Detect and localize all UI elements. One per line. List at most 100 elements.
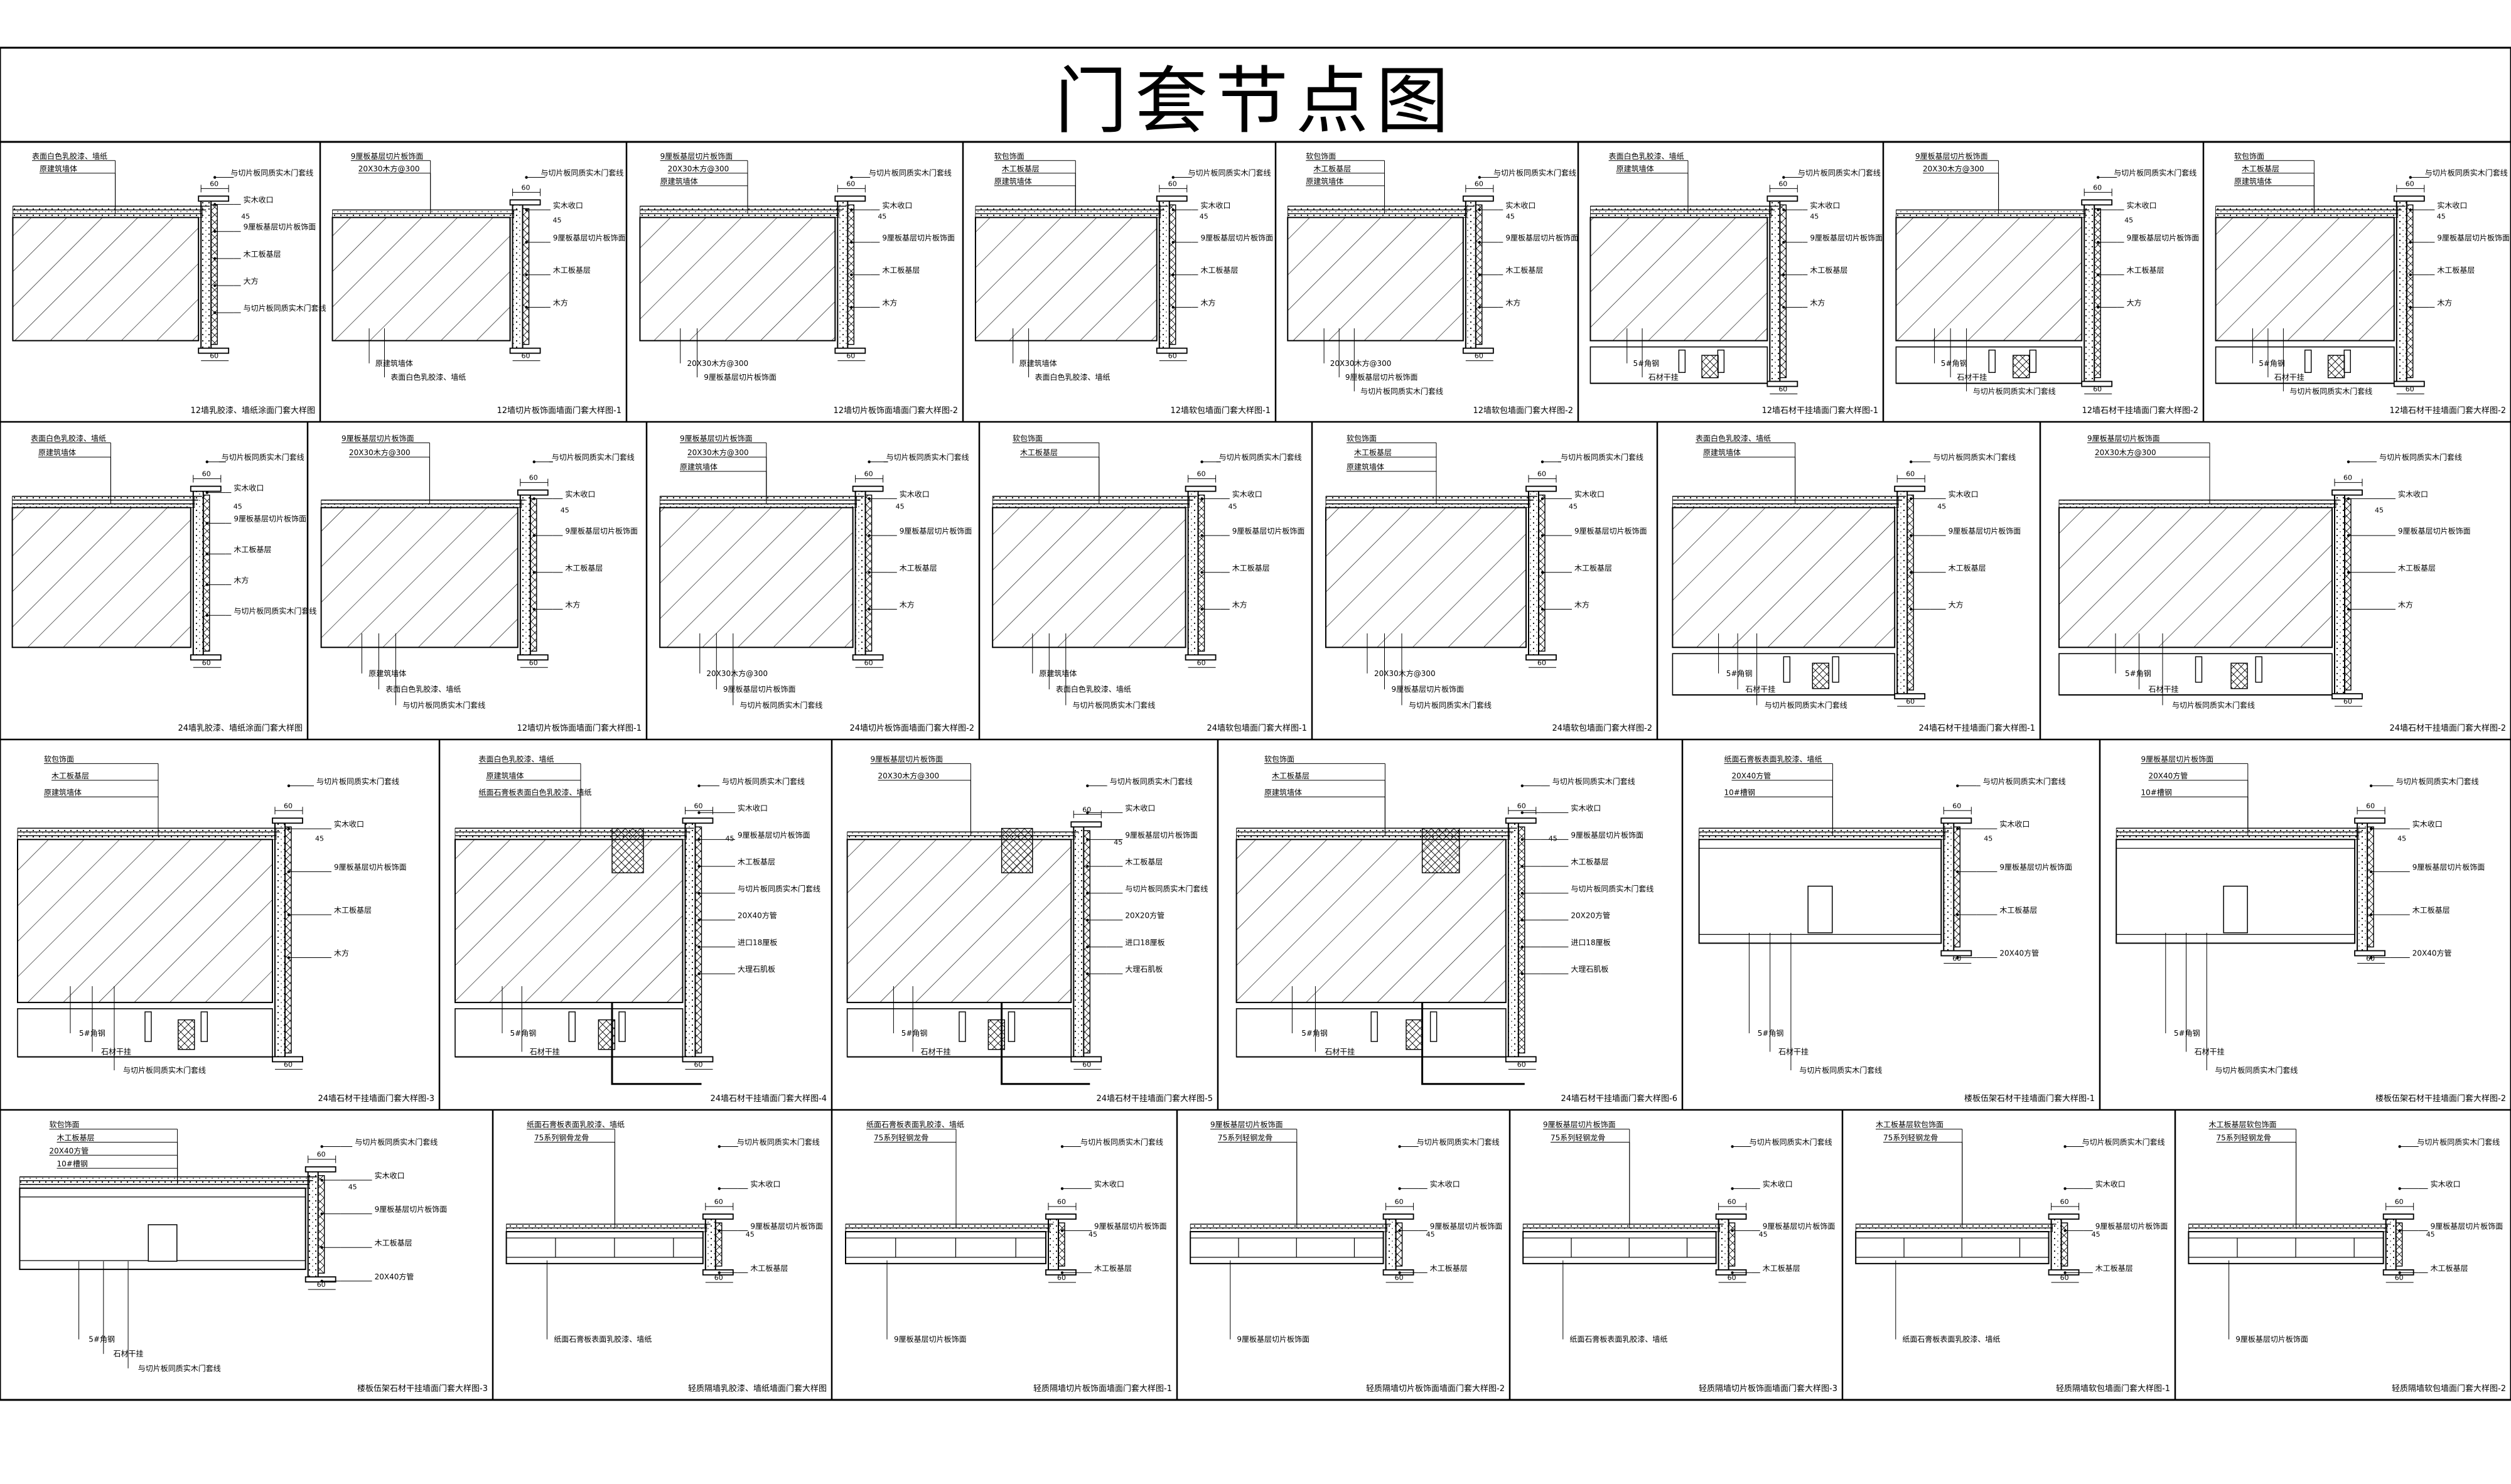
door-jamb [1158,199,1170,350]
casing-trim-bottom [509,347,541,354]
steel-angle [1717,349,1725,374]
component-callout: 与切片板同质实木门套线 [1561,453,1643,462]
material-callout: 9厘板基层切片板饰面 [1345,373,1418,382]
material-callout: 纸面石膏板表面乳胶漆、墙纸 [554,1335,652,1344]
material-callout: 纸面石膏板表面乳胶漆、墙纸 [527,1120,625,1129]
detail-cell: 6045609厘板基层切片板饰面20X40方管10#槽钢与切片板同质实木门套线实… [2116,755,2506,1104]
dimension-text: 60 [1168,352,1177,360]
material-callout: 石材干挂 [2195,1048,2225,1057]
door-jamb [1465,199,1476,350]
detail-cell: 6045609厘板基层切片板饰面75系列轻钢龙骨与切片板同质实木门套线实木收口9… [1522,1121,1837,1394]
casing-trim-top [190,485,222,492]
dimension-text: 60 [2406,385,2414,394]
component-callout: 9厘板基层切片板饰面 [2398,527,2471,535]
detail-caption: 24墙乳胶漆、墙纸涂面门套大样图 [178,723,303,733]
door-jamb [307,1169,319,1279]
stone-return [611,1002,702,1085]
detail-caption: 24墙石材干挂墙面门套大样图-5 [1096,1094,1213,1104]
casing-trim-bottom [834,347,866,354]
component-callout: 20X40方管 [2412,949,2452,958]
component-callout: 木方 [1505,298,1520,307]
component-callout: 9厘板基层切片板饰面 [1810,234,1883,242]
dimension-text: 60 [522,352,530,360]
material-callout: 软包饰面 [44,755,74,763]
component-callout: 与切片板同质实木门套线 [316,777,399,786]
material-callout: 10#槽钢 [1724,788,1755,797]
material-callout: 木工板基层 [51,772,89,780]
component-callout: 大理石肌板 [1125,965,1163,974]
steel-angle [1008,1011,1016,1042]
material-callout: 表面白色乳胶漆、墙纸 [1056,684,1131,694]
component-callout: 木工板基层 [2412,906,2450,915]
sheet-border [0,46,2511,1401]
steel-angle [1832,656,1839,683]
component-callout: 实木收口 [1999,819,2030,829]
detail-caption: 轻质隔墙切片板饰面墙面门套大样图-2 [1366,1384,1505,1394]
dimension-text: 60 [2343,697,2352,706]
material-callout: 75系列轻钢龙骨 [2217,1134,2271,1143]
wood-core [1395,1222,1403,1267]
component-callout: 与切片板同质实木门套线 [886,453,969,462]
finish-band [506,1223,707,1232]
dimension-text: 45 [1937,503,1946,511]
dimension-text: 45 [241,212,250,220]
material-callout: 木工板基层 [1313,164,1351,173]
detail-cell: 604560纸面石膏板表面乳胶漆、墙纸20X40方管10#槽钢与切片板同质实木门… [1698,754,2095,1104]
component-callout: 实木收口 [1430,1179,1460,1188]
detail-cell: 604560表面白色乳胶漆、墙纸原建筑墙体与切片板同质实木门套线实木收口9厘板基… [1589,151,1883,416]
dimension-text: 60 [714,1274,723,1282]
door-jamb [1718,1217,1729,1272]
material-callout: 5#角钢 [901,1029,928,1038]
casing-trim-top [852,485,884,492]
component-callout: 与切片板同质实木门套线 [1798,168,1881,178]
wood-core [2367,826,2374,948]
steel-angle [200,1011,208,1042]
casing-trim-top [1185,485,1217,492]
dimension-text: 60 [1728,1198,1736,1206]
component-callout: 实木收口 [750,1179,780,1188]
material-callout: 软包饰面 [1013,434,1043,443]
component-callout: 与切片板同质实木门套线 [222,453,304,462]
component-callout: 木工板基层 [1125,858,1163,866]
detail-caption: 轻质隔墙软包墙面门套大样图-1 [2056,1384,2170,1394]
component-callout: 木工板基层 [750,1264,788,1272]
detail-caption: 12墙切片板饰面墙面门套大样图-1 [497,406,621,416]
detail-caption: 12墙软包墙面门套大样图-2 [1473,406,1573,416]
detail-caption: 轻质隔墙切片板饰面墙面门套大样图-3 [1699,1384,1837,1394]
component-callout: 与切片板同质实木门套线 [355,1137,438,1146]
partition-wall [1855,1231,2050,1264]
dimension-text: 60 [694,1060,703,1068]
component-callout: 与切片板同质实木门套线 [2082,1137,2165,1146]
dimension-text: 60 [210,180,218,188]
masonry-wall [992,507,1186,648]
wood-core [2406,204,2414,379]
dimension-text: 60 [284,1060,293,1068]
component-callout: 木工板基层 [900,564,937,573]
dimension-text: 45 [1506,212,1515,220]
dimension-text: 45 [1549,834,1557,842]
component-callout: 9厘板基层切片板饰面 [234,515,306,524]
casing-trim-top [1462,195,1494,202]
component-callout: 实木收口 [2127,200,2157,210]
door-jamb [1073,825,1085,1059]
component-callout: 实木收口 [1094,1179,1124,1188]
masonry-wall [1895,217,2083,341]
casing-trim-bottom [190,654,222,661]
component-callout: 与切片板同质实木门套线 [1219,453,1302,462]
dimension-text: 60 [1906,697,1915,706]
material-callout: 表面白色乳胶漆、墙纸 [1609,151,1684,161]
masonry-wall [12,217,200,341]
dimension-text: 60 [210,352,218,360]
masonry-wall [1235,839,1507,1003]
masonry-wall [1672,507,1896,648]
component-callout: 大理石肌板 [738,965,775,974]
detail-caption: 12墙切片板饰面墙面门套大样图-1 [517,723,642,733]
dimension-text: 60 [1057,1198,1066,1206]
dimension-text: 60 [284,802,293,810]
component-callout: 与切片板同质实木门套线 [1417,1137,1500,1146]
material-callout: 20X30木方@300 [706,669,768,678]
component-callout: 与切片板同质实木门套线 [2425,168,2508,178]
component-callout: 9厘板基层切片板饰面 [1999,863,2072,872]
sheet-frame [0,46,2511,1401]
wood-core [2060,1222,2068,1267]
